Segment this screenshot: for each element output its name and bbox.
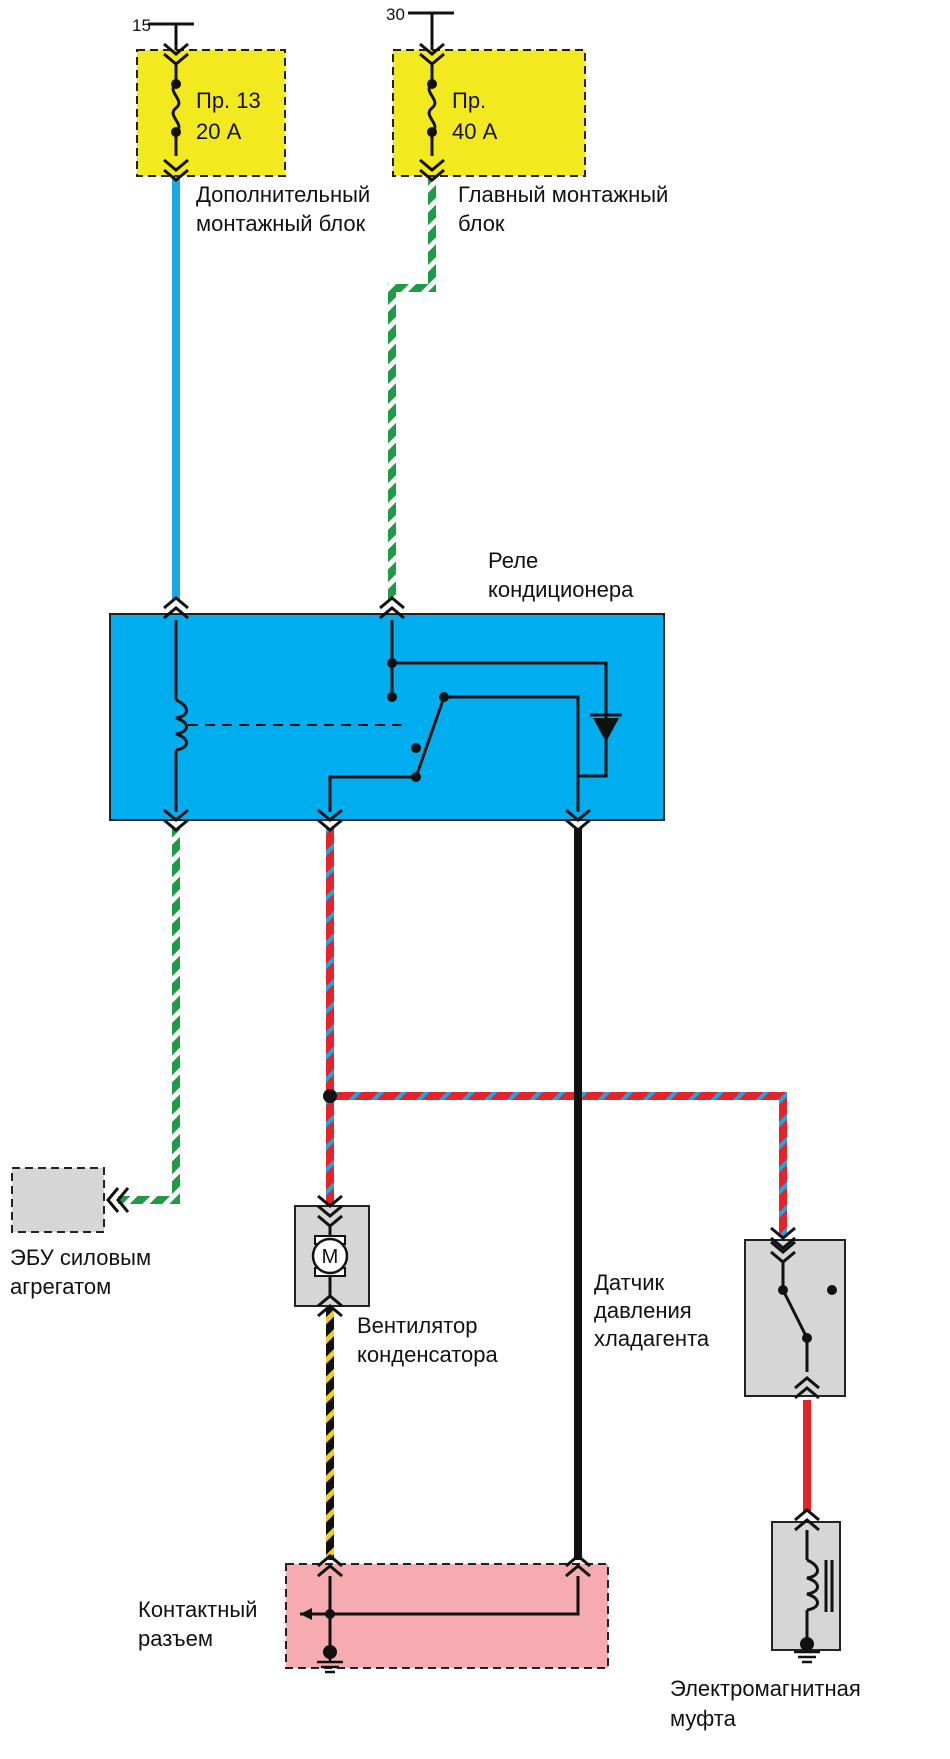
fan-label-line2: конденсатора — [357, 1342, 499, 1367]
relay-label-line1: Реле — [488, 548, 538, 573]
sensor-label-line1: Датчик — [594, 1270, 664, 1295]
fuse-main-symbol — [419, 42, 445, 182]
fuse-main-name: Пр. — [452, 88, 486, 113]
connector-ground-icon — [317, 1652, 343, 1674]
clutch-ground-icon — [794, 1644, 820, 1664]
refrigerant-pressure-sensor — [744, 1239, 846, 1400]
fan-label-line1: Вентилятор — [357, 1313, 477, 1338]
motor-symbol: M — [322, 1246, 339, 1268]
contact-connector — [285, 1554, 609, 1674]
aux-block-label-line1: Дополнительный — [196, 182, 370, 207]
fuse-13-rating: 20 А — [196, 119, 242, 144]
fuse-box-main: Пр. 40 А — [392, 42, 586, 182]
clutch-coil — [806, 1558, 819, 1612]
sensor-label-line3: хладагента — [594, 1326, 710, 1351]
connector-label-line2: разъем — [138, 1626, 213, 1651]
connector-label-line1: Контактный — [138, 1597, 257, 1622]
fuse-main-rating: 40 А — [452, 119, 498, 144]
fuse-box-aux: Пр. 13 20 А — [136, 42, 286, 182]
main-block-label-line1: Главный монтажный — [458, 182, 668, 207]
ecu-label-line2: агрегатом — [10, 1274, 111, 1299]
electromagnetic-clutch — [771, 1508, 841, 1664]
sensor-label-line2: давления — [594, 1298, 692, 1323]
terminal-30-label: 30 — [386, 5, 405, 24]
main-block-label-line2: блок — [458, 211, 505, 236]
wire-end-chevrons — [317, 1194, 796, 1250]
splice-point — [323, 1089, 337, 1103]
fuse-13-name: Пр. 13 — [196, 88, 261, 113]
wire-green-white-relay-to-ecu — [118, 828, 180, 1204]
aux-block-label-line2: монтажный блок — [196, 211, 366, 236]
relay-coil — [175, 698, 188, 752]
clutch-label-line2: муфта — [670, 1706, 737, 1731]
relay-diode — [590, 713, 622, 742]
condenser-fan: M — [294, 1204, 370, 1318]
relay-label-line2: кондиционера — [488, 577, 634, 602]
clutch-label-line1: Электромагнитная — [670, 1676, 861, 1701]
ac-relay — [109, 596, 665, 832]
terminal-15: 15 — [132, 16, 194, 52]
ecu-label-line1: ЭБУ силовым — [10, 1245, 151, 1270]
motor-icon — [311, 1237, 349, 1275]
ecu-box — [11, 1167, 130, 1233]
wire-red-blue-branch-to-sensor — [330, 1092, 787, 1236]
terminal-30: 30 — [386, 5, 454, 52]
terminal-15-label: 15 — [132, 16, 151, 35]
wire-green-white-main-to-relay — [388, 178, 436, 600]
